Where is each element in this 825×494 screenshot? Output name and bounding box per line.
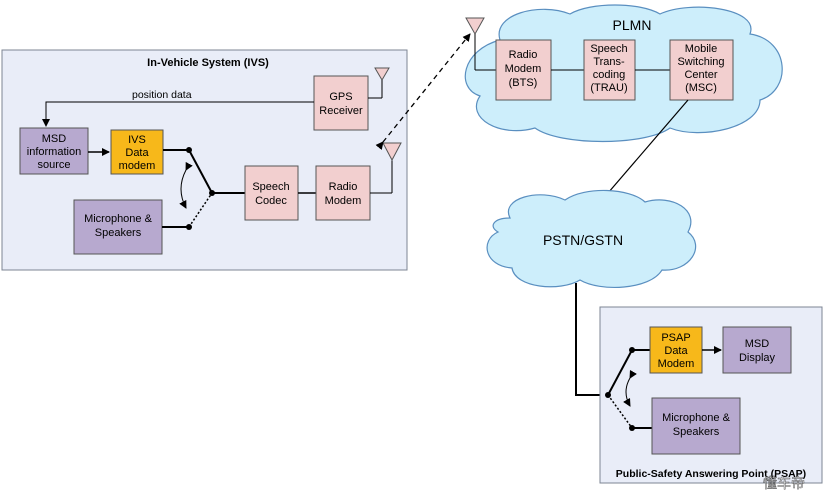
msd-display-label-2: Display: [739, 352, 776, 364]
speech-codec-label-1: Speech: [252, 181, 289, 193]
psap-modem-label-1: PSAP: [661, 332, 690, 344]
speech-codec-label-2: Codec: [255, 195, 287, 207]
msd-source-label-2: information: [27, 146, 81, 158]
msd-source-label-1: MSD: [42, 133, 67, 145]
psap-data-modem-box: PSAP Data Modem: [649, 326, 703, 374]
trau-box: Speech Trans- coding (TRAU): [583, 39, 636, 101]
plmn-title: PLMN: [613, 17, 652, 33]
pstn-title: PSTN/GSTN: [543, 232, 623, 248]
psap-modem-label-2: Data: [664, 345, 688, 357]
ivs-data-modem-box: IVS Data modem: [110, 129, 164, 175]
ivs-mic-label-2: Speakers: [95, 227, 142, 239]
psap-mic-label-2: Speakers: [673, 426, 720, 438]
ivs-radio-modem-label-1: Radio: [329, 181, 358, 193]
msd-source-box: MSD information source: [19, 127, 89, 175]
ivs-mic-label-1: Microphone &: [84, 213, 153, 225]
speech-codec-box: Speech Codec: [244, 165, 299, 221]
ivs-radio-modem-label-2: Modem: [325, 195, 362, 207]
msd-source-label-3: source: [37, 159, 70, 171]
ivs-switch: [162, 147, 245, 230]
trau-label-1: Speech: [590, 43, 627, 55]
psap-mic-label-1: Microphone &: [662, 412, 731, 424]
gps-receiver-box: GPS Receiver: [313, 75, 369, 131]
gps-receiver-label-2: Receiver: [319, 105, 363, 117]
msc-label-4: (MSC): [685, 82, 717, 94]
msc-label-2: Switching: [677, 56, 724, 68]
trau-label-4: (TRAU): [590, 82, 627, 94]
msc-to-pstn-line: [601, 99, 689, 201]
plmn-antenna-icon: [465, 17, 496, 71]
msc-label-3: Center: [684, 69, 717, 81]
ivs-microphone-speakers-box: Microphone & Speakers: [73, 199, 163, 255]
msc-box: Mobile Switching Center (MSC): [669, 39, 734, 101]
trau-label-2: Trans-: [593, 56, 625, 68]
bts-box: Radio Modem (BTS): [495, 39, 552, 101]
pstn-cloud: PSTN/GSTN: [486, 189, 697, 289]
bts-label-3: (BTS): [509, 77, 538, 89]
watermark-text: 懂车帝: [763, 475, 805, 491]
msc-label-1: Mobile: [685, 43, 717, 55]
ivs-radio-modem-box: Radio Modem: [315, 165, 371, 221]
gps-receiver-label-1: GPS: [329, 91, 352, 103]
bts-label-2: Modem: [505, 63, 542, 75]
bts-label-1: Radio: [509, 49, 538, 61]
ivs-modem-label-3: modem: [119, 160, 156, 172]
psap-modem-label-3: Modem: [658, 358, 695, 370]
msd-display-box: MSD Display: [722, 326, 792, 374]
psap-title: Public-Safety Answering Point (PSAP): [616, 468, 806, 480]
position-data-label: position data: [132, 89, 192, 101]
ivs-modem-label-1: IVS: [128, 134, 146, 146]
msd-display-label-1: MSD: [745, 338, 770, 350]
position-data-connector: position data: [42, 89, 314, 127]
trau-label-3: coding: [593, 69, 625, 81]
ivs-modem-label-2: Data: [125, 147, 149, 159]
pstn-to-psap-line: [575, 283, 608, 396]
psap-switch: [605, 347, 652, 431]
psap-microphone-speakers-box: Microphone & Speakers: [651, 397, 741, 455]
ivs-title: In-Vehicle System (IVS): [147, 57, 269, 69]
